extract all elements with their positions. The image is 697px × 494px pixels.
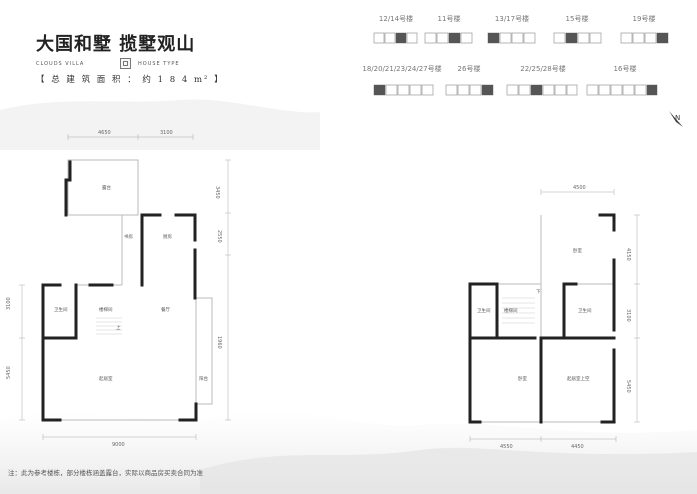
room-study: 书房 bbox=[124, 233, 133, 240]
room-bath-right-plan-right: 卫生间 bbox=[578, 307, 592, 314]
north-compass-icon: N bbox=[669, 111, 683, 127]
dim-right-right-3: 5450 bbox=[625, 380, 631, 393]
stair-up-label: 上 bbox=[116, 324, 121, 331]
dim-right-bottom-2: 4450 bbox=[571, 444, 584, 450]
dim-right-right-1: 4150 bbox=[625, 248, 631, 261]
dim-right-right-2: 3100 bbox=[625, 309, 631, 322]
dim-right-bottom-1: 4550 bbox=[500, 444, 513, 450]
plan-right: 4500 4150 3100 5450 4550 4450 bbox=[468, 185, 640, 450]
building-block-icon-19 bbox=[620, 32, 669, 44]
subtitle-left: CLOUDS VILLA bbox=[36, 61, 85, 67]
building-block-icon-11 bbox=[424, 32, 473, 44]
total-area: 【 总 建 筑 面 积 ： 约 1 8 4 m² 】 bbox=[36, 75, 225, 85]
building-label-19: 19号楼 bbox=[632, 15, 656, 23]
building-block-icon-18-27 bbox=[373, 84, 434, 96]
building-label-12-14: 12/14号楼 bbox=[378, 15, 414, 23]
subtitle-right: HOUSE TYPE bbox=[138, 61, 180, 67]
building-block-icon-16 bbox=[586, 84, 658, 96]
room-terrace: 露台 bbox=[102, 184, 111, 191]
building-label-18-27: 18/20/21/23/24/27号楼 bbox=[362, 65, 442, 73]
room-balcony: 阳台 bbox=[199, 375, 208, 382]
stair-down-label: 下 bbox=[536, 289, 541, 295]
dim-right-top: 4500 bbox=[573, 185, 586, 191]
building-label-16: 16号楼 bbox=[613, 65, 637, 73]
room-dining: 餐厅 bbox=[161, 306, 170, 313]
building-label-15: 15号楼 bbox=[565, 15, 589, 23]
building-label-13-17: 13/17号楼 bbox=[494, 15, 530, 23]
page-title: 大国和墅 揽墅观山 bbox=[36, 34, 196, 55]
dim-left-right-1: 3450 bbox=[214, 186, 220, 199]
room-bath-right-plan-left: 卫生间 bbox=[477, 307, 491, 314]
building-block-icon-12-14 bbox=[373, 32, 418, 44]
room-bath-left-plan: 卫生间 bbox=[54, 306, 68, 313]
footnote: 注：此为参考楼栋，部分楼栋涵盖露台，实际以商品房买卖合同为准 bbox=[8, 469, 203, 477]
building-block-icon-26 bbox=[445, 84, 494, 96]
brand-subtitle: CLOUDS VILLA HOUSE TYPE bbox=[36, 58, 216, 70]
room-stair-left-plan: 楼梯间 bbox=[99, 306, 113, 313]
building-block-icon-15 bbox=[553, 32, 602, 44]
room-bedroom-top: 卧室 bbox=[573, 247, 582, 254]
compass-label: N bbox=[675, 114, 680, 122]
dim-left-left-1: 3100 bbox=[6, 297, 12, 310]
dim-left-right-2: 2550 bbox=[216, 230, 222, 243]
building-label-26: 26号楼 bbox=[457, 65, 481, 73]
dim-left-bottom: 9000 bbox=[112, 442, 125, 448]
dim-left-left-2: 5450 bbox=[6, 366, 12, 379]
room-living-void: 起居室上空 bbox=[567, 375, 590, 382]
room-living: 起居室 bbox=[99, 375, 113, 382]
building-label-11: 11号楼 bbox=[437, 15, 461, 23]
dim-left-top-1: 4650 bbox=[98, 130, 111, 136]
room-stair-right-plan: 楼梯间 bbox=[504, 307, 518, 314]
dim-left-right-3: 1960 bbox=[216, 336, 222, 349]
building-block-icon-13-17 bbox=[487, 32, 536, 44]
room-bedroom-bottom: 卧室 bbox=[518, 375, 527, 382]
brand-logo-icon bbox=[120, 58, 131, 69]
room-kitchen: 厨房 bbox=[163, 233, 172, 240]
plan-left: 4650 3100 3450 2550 1960 3100 5450 9000 bbox=[6, 130, 231, 448]
dim-left-top-2: 3100 bbox=[160, 130, 173, 136]
building-block-icon-22-28 bbox=[506, 84, 578, 96]
building-label-22-28: 22/25/28号楼 bbox=[520, 65, 566, 73]
